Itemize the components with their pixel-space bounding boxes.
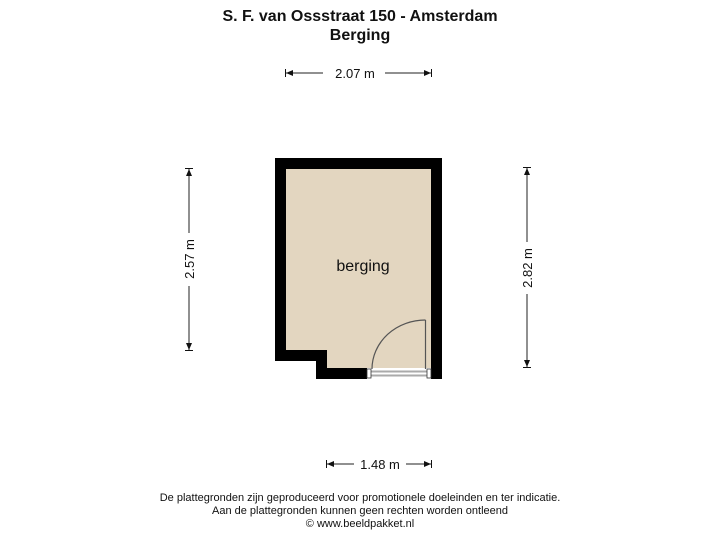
room-label: berging: [336, 258, 389, 275]
page-subtitle: Berging: [329, 27, 391, 44]
dimension-right-label: 2.82 m: [520, 248, 535, 288]
door-threshold: [366, 368, 432, 379]
dimension-bottom-label: 1.48 m: [360, 457, 400, 472]
door: [371, 319, 427, 370]
page-title: S. F. van Ossstraat 150 - Amsterdam: [222, 8, 498, 25]
footer-copyright: © www.beeldpakket.nl: [305, 518, 415, 530]
walls: [275, 158, 442, 379]
footer-disclaimer: De plattegronden zijn geproduceerd voor …: [159, 492, 561, 504]
footer-disclaimer-2: Aan de plattegronden kunnen geen rechten…: [211, 505, 508, 517]
room-floor: [286, 169, 431, 368]
dimension-left-label: 2.57 m: [182, 239, 197, 279]
dimension-top-label: 2.07 m: [335, 66, 375, 81]
